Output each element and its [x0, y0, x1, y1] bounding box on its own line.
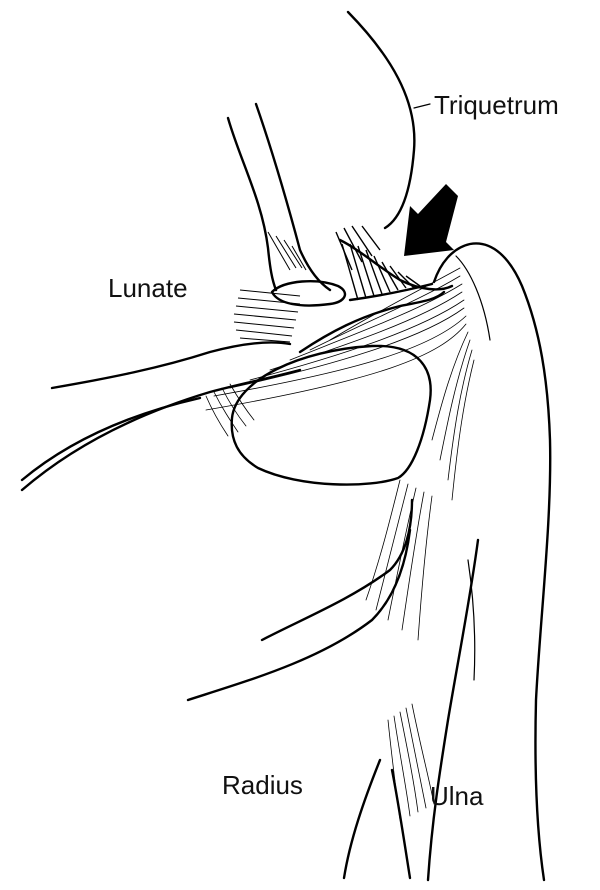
central-fossa	[232, 346, 431, 485]
triquetrum-bone	[348, 12, 430, 228]
label-radius: Radius	[222, 770, 303, 800]
label-lunate: Lunate	[108, 273, 188, 303]
label-triquetrum: Triquetrum	[434, 90, 559, 120]
arrow-icon	[404, 184, 458, 256]
ligament-fibres	[206, 226, 474, 820]
lunate-bone	[52, 104, 345, 388]
radius-bone	[22, 370, 412, 878]
label-ulna: Ulna	[430, 781, 484, 811]
